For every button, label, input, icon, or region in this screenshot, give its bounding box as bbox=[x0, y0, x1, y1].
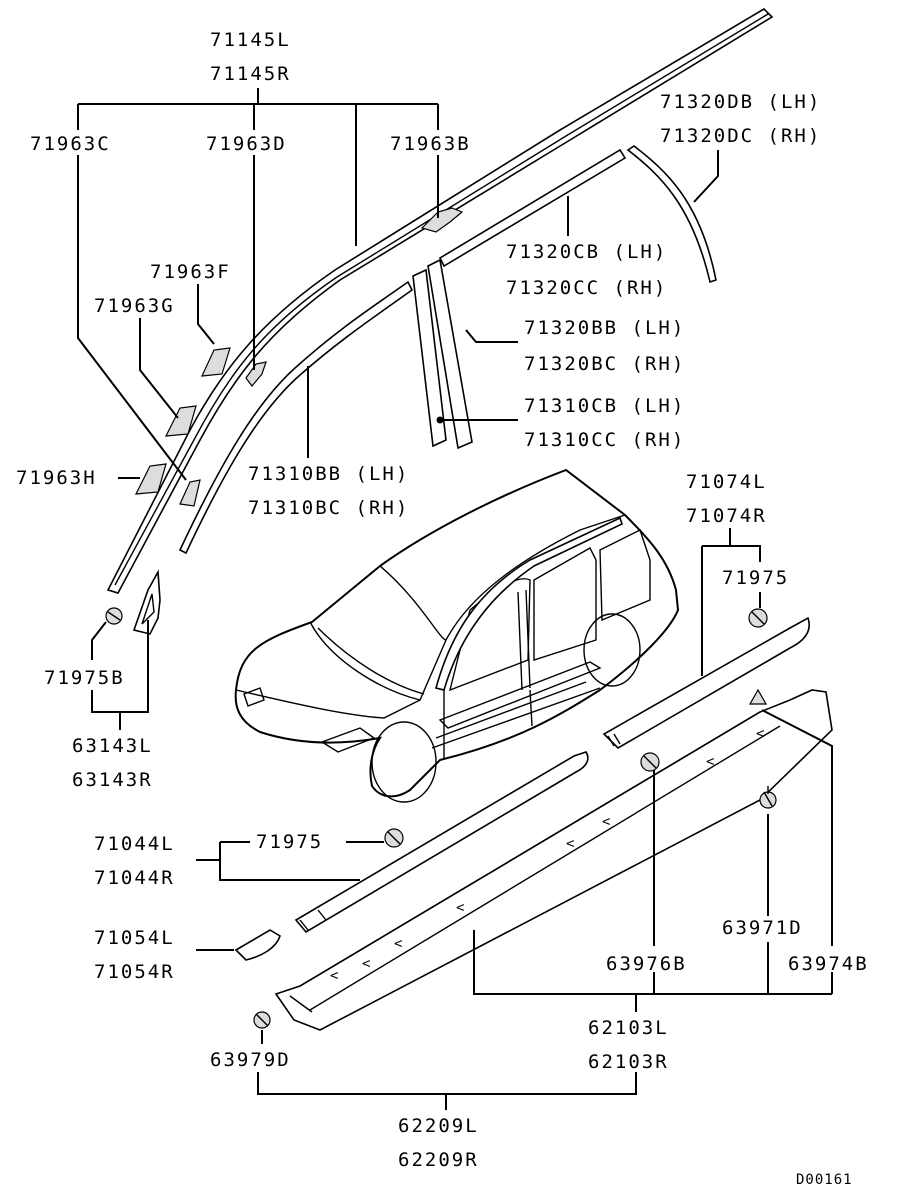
diagram-code: D00161 bbox=[796, 1172, 853, 1187]
leader-lines-bottom bbox=[196, 528, 833, 1110]
label-71963B: 71963B bbox=[390, 133, 471, 155]
svg-text:<: < bbox=[756, 726, 765, 742]
svg-text:<: < bbox=[456, 900, 465, 916]
label-62103L: 62103L bbox=[588, 1017, 669, 1039]
label-63974B: 63974B bbox=[788, 953, 869, 975]
vehicle-illustration bbox=[234, 468, 680, 803]
label-62103R: 62103R bbox=[588, 1051, 669, 1073]
label-71320BB: 71320BB (LH) bbox=[524, 317, 685, 339]
label-71975-mid: 71975 bbox=[256, 831, 323, 853]
label-71963D: 71963D bbox=[206, 133, 287, 155]
clip-71963F[interactable] bbox=[201, 347, 231, 377]
door-molding-71044[interactable] bbox=[294, 751, 589, 934]
svg-text:<: < bbox=[602, 814, 611, 830]
label-71320CB: 71320CB (LH) bbox=[506, 241, 667, 263]
clip-71963D[interactable] bbox=[245, 361, 267, 387]
label-71963H: 71963H bbox=[16, 467, 97, 489]
door-molding-71074[interactable] bbox=[602, 616, 810, 750]
label-63143R: 63143R bbox=[72, 769, 153, 791]
label-71320BC: 71320BC (RH) bbox=[524, 353, 685, 375]
label-71975B: 71975B bbox=[44, 667, 125, 689]
leader-lines-top bbox=[77, 88, 719, 730]
label-71054R: 71054R bbox=[94, 961, 175, 983]
label-63976B: 63976B bbox=[606, 953, 687, 975]
label-71074L: 71074L bbox=[686, 471, 767, 493]
label-71963G: 71963G bbox=[94, 295, 175, 317]
corner-garnish-63143[interactable] bbox=[132, 569, 161, 635]
svg-text:<: < bbox=[566, 836, 575, 852]
label-62209R: 62209R bbox=[398, 1149, 479, 1171]
svg-text:<: < bbox=[706, 754, 715, 770]
svg-text:<: < bbox=[330, 968, 339, 984]
clip-63976B[interactable] bbox=[640, 752, 660, 772]
label-71320CC: 71320CC (RH) bbox=[506, 277, 667, 299]
roof-rail-molding-rear[interactable] bbox=[438, 145, 717, 284]
label-71044L: 71044L bbox=[94, 833, 175, 855]
label-62209L: 62209L bbox=[398, 1115, 479, 1137]
label-71074R: 71074R bbox=[686, 505, 767, 527]
label-71310BB: 71310BB (LH) bbox=[248, 463, 409, 485]
screw-63971D[interactable] bbox=[759, 786, 777, 809]
label-71044R: 71044R bbox=[94, 867, 175, 889]
svg-text:<: < bbox=[362, 956, 371, 972]
label-71310CC: 71310CC (RH) bbox=[524, 429, 685, 451]
clip-63979D[interactable] bbox=[253, 1011, 271, 1029]
label-63143L: 63143L bbox=[72, 735, 153, 757]
clip-71963C[interactable] bbox=[179, 479, 201, 507]
label-71054L: 71054L bbox=[94, 927, 175, 949]
label-63979D: 63979D bbox=[210, 1049, 291, 1071]
label-71310CB: 71310CB (LH) bbox=[524, 395, 685, 417]
clip-71963H[interactable] bbox=[134, 463, 167, 495]
windshield-molding[interactable] bbox=[178, 280, 414, 555]
roof-drip-molding[interactable] bbox=[106, 7, 774, 594]
label-71145R: 71145R bbox=[210, 63, 291, 85]
label-71145L: 71145L bbox=[210, 29, 291, 51]
pillar-molding-front[interactable] bbox=[412, 268, 447, 448]
label-71320DC: 71320DC (RH) bbox=[660, 125, 821, 147]
label-71975-right: 71975 bbox=[722, 567, 789, 589]
clip-71963G[interactable] bbox=[164, 405, 197, 437]
label-71310BC: 71310BC (RH) bbox=[248, 497, 409, 519]
clip-71975-mid[interactable] bbox=[384, 828, 404, 848]
sill-clip-marks: < < < < < < < < bbox=[330, 726, 765, 984]
label-71963C: 71963C bbox=[30, 133, 111, 155]
pillar-molding-rear[interactable] bbox=[427, 258, 473, 450]
label-71320DB: 71320DB (LH) bbox=[660, 91, 821, 113]
clip-71975-right[interactable] bbox=[748, 608, 768, 628]
svg-text:<: < bbox=[394, 936, 403, 952]
side-sill-garnish-62103[interactable]: < < < < < < < < bbox=[274, 689, 833, 1031]
part-labels: 71145L 71145R 71963C 71963D 71963B 71320… bbox=[16, 29, 869, 1187]
clip-71975B[interactable] bbox=[105, 607, 123, 625]
clip-63974B[interactable] bbox=[748, 688, 768, 705]
label-63971D: 63971D bbox=[722, 917, 803, 939]
fender-garnish-71054[interactable] bbox=[234, 929, 281, 961]
label-71963F: 71963F bbox=[150, 261, 231, 283]
